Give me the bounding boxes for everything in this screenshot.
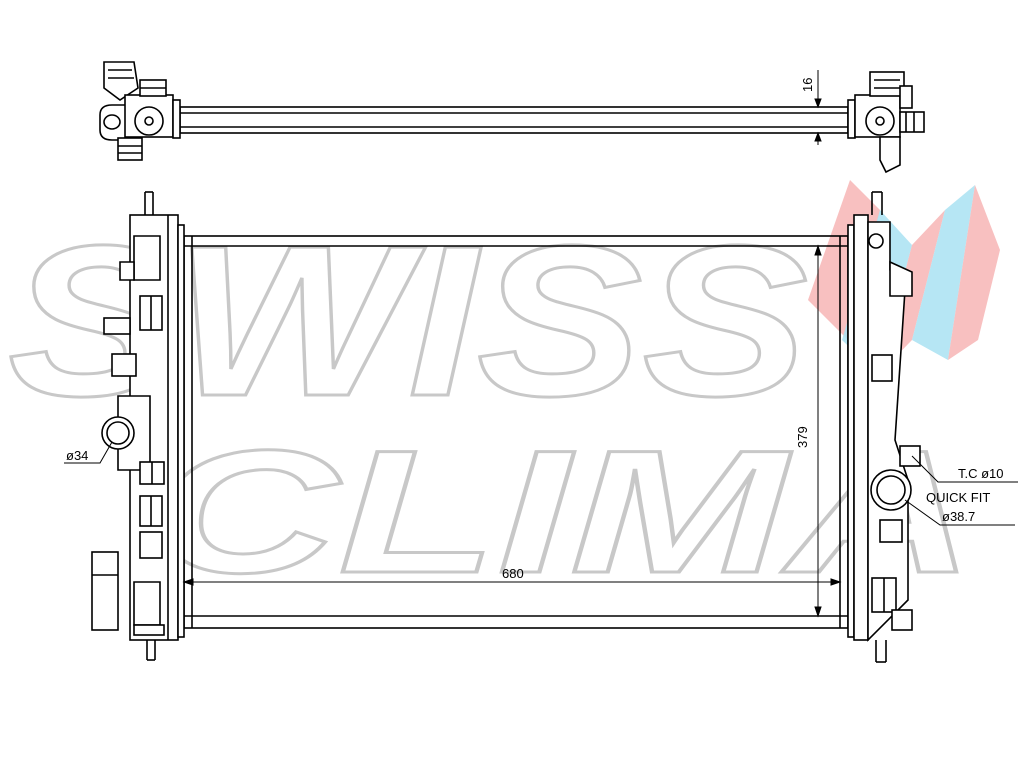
top-view bbox=[99, 61, 925, 174]
right-tank bbox=[847, 191, 921, 663]
tc-label: T.C ø10 bbox=[958, 466, 1004, 481]
front-view bbox=[64, 191, 1018, 663]
thickness-dimension bbox=[814, 70, 822, 145]
top-right-tank bbox=[847, 71, 925, 174]
thickness-label: 16 bbox=[800, 78, 815, 92]
width-label: 680 bbox=[502, 566, 524, 581]
leaders bbox=[64, 441, 1018, 526]
left-tank bbox=[91, 191, 185, 661]
width-dimension bbox=[182, 578, 842, 586]
watermark-line-2: CLIMA bbox=[150, 415, 975, 610]
height-dimension bbox=[814, 244, 822, 618]
outlet-diameter-label: ø38.7 bbox=[942, 509, 975, 524]
quick-fit-label: QUICK FIT bbox=[926, 490, 990, 505]
inlet-diameter-label: ø34 bbox=[66, 448, 88, 463]
watermark: SWISS CLIMA bbox=[7, 177, 1003, 612]
top-left-tank bbox=[99, 61, 181, 161]
height-label: 379 bbox=[795, 426, 810, 448]
